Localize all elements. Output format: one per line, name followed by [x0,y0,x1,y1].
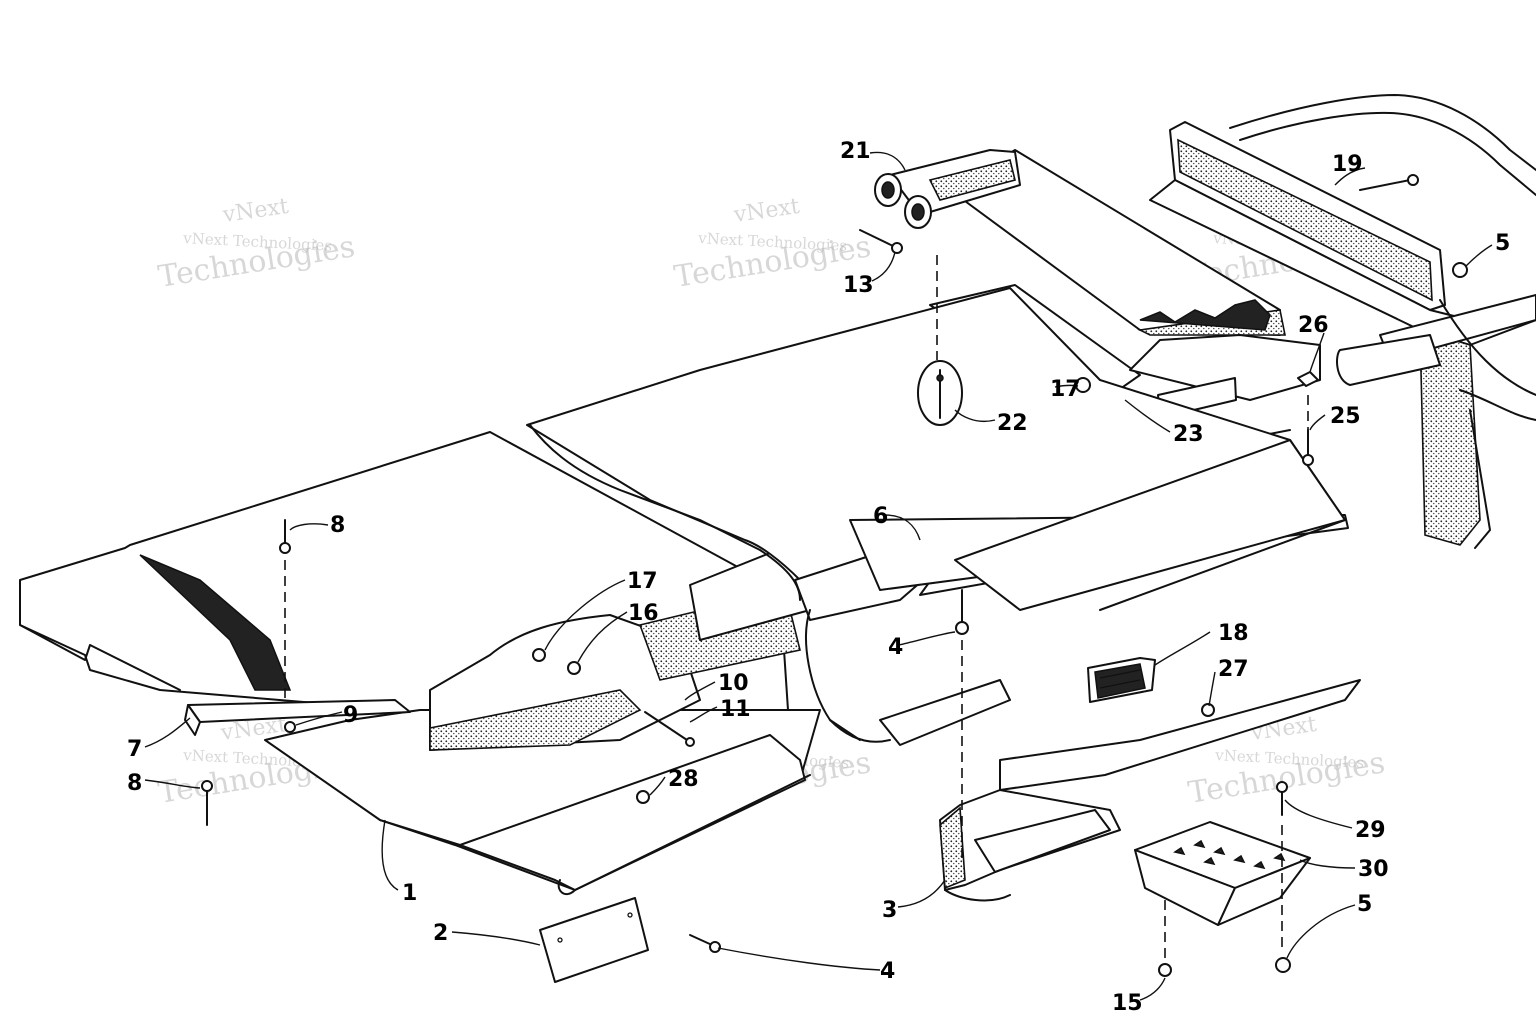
callout-16: 16 [628,601,659,626]
callout-3: 3 [882,898,897,923]
watermark-line-1: vNext [220,194,290,228]
callout-4: 4 [880,959,895,984]
callout-23: 23 [1173,422,1204,447]
callout-5: 5 [1495,231,1510,256]
callout-21: 21 [840,139,871,164]
callout-19: 19 [1332,152,1363,177]
footrest-part [1134,821,1311,926]
callout-17: 17 [627,569,658,594]
callout-labels: 1 2 3 4 4 5 5 6 7 8 8 9 10 11 13 15 16 1… [127,139,1510,1016]
callout-5: 5 [1357,892,1372,917]
center-channel [429,544,811,751]
side-rail-part [526,287,1349,746]
callout-11: 11 [720,697,751,722]
callout-25: 25 [1330,404,1361,429]
callout-17: 17 [1050,377,1081,402]
watermark-top-left: vNext vNext Technologies Technologies [156,194,358,295]
leader-lines [144,151,1493,1001]
callout-15: 15 [1112,991,1143,1016]
callout-8: 8 [330,513,345,538]
reflector-part [1087,657,1156,703]
callout-9: 9 [343,703,358,728]
footrest-bracket-part [939,679,1361,902]
callout-10: 10 [718,671,749,696]
callout-2: 2 [433,921,448,946]
fasteners [201,174,1468,977]
callout-7: 7 [127,737,142,762]
watermark-line-1: vNext [731,194,801,228]
callout-4: 4 [888,635,903,660]
callout-26: 26 [1298,313,1329,338]
floorboard-part [19,431,821,896]
callout-29: 29 [1355,818,1386,843]
callout-30: 30 [1358,857,1389,882]
plate-part [539,897,649,983]
callout-28: 28 [668,767,699,792]
callout-18: 18 [1218,621,1249,646]
tunnel-flaps-part [874,149,1021,229]
callout-13: 13 [843,273,874,298]
callout-6: 6 [873,504,888,529]
rear-bumper-assembly [1149,94,1536,549]
callout-27: 27 [1218,657,1249,682]
callout-1: 1 [402,881,417,906]
callout-8: 8 [127,771,142,796]
channel-bracket-part [184,699,411,736]
callout-22: 22 [997,411,1028,436]
